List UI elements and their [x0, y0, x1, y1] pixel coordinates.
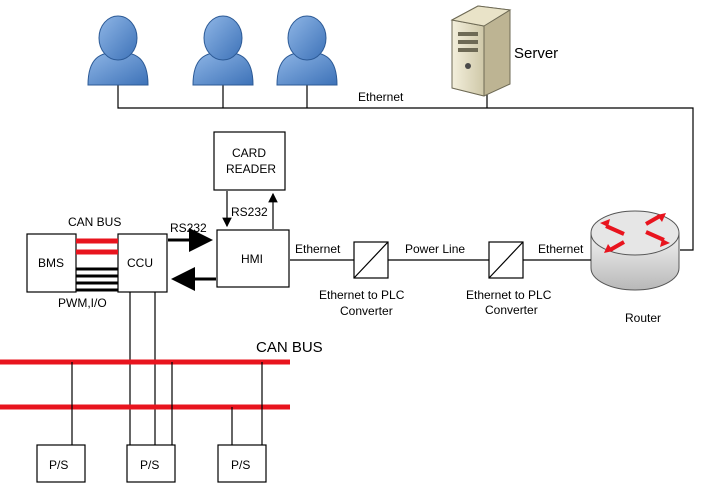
rs232-card-label: RS232: [231, 205, 268, 219]
converter2-label-2: Converter: [485, 303, 538, 317]
hmi-box: [216, 229, 290, 288]
server-icon: [450, 5, 512, 97]
ccu-label: CCU: [127, 256, 153, 270]
bms-box: [26, 233, 77, 293]
ethernet-top-label: Ethernet: [358, 90, 404, 104]
ps-label: P/S: [140, 458, 159, 472]
can-bus-upper-label: CAN BUS: [68, 215, 121, 229]
can-bus-lower-label: CAN BUS: [256, 339, 323, 356]
converter2-label-1: Ethernet to PLC: [466, 288, 552, 302]
ethernet-router-label: Ethernet: [538, 242, 584, 256]
card-reader-label-2: READER: [226, 162, 276, 176]
converter1-label-2: Converter: [340, 304, 393, 318]
converter1-label-1: Ethernet to PLC: [319, 288, 405, 302]
router-icon: [590, 210, 680, 291]
plc-converter-2: [488, 241, 524, 279]
hmi-label: HMI: [241, 252, 263, 266]
top-ethernet-line: [117, 85, 694, 251]
ps-box: [36, 444, 86, 483]
card-reader-label-1: CARD: [232, 146, 266, 160]
user-icon: [192, 15, 254, 86]
ccu-box: [117, 233, 168, 293]
server-label: Server: [514, 45, 558, 62]
ps-label: P/S: [231, 458, 250, 472]
rs232-hmi-label: RS232: [170, 221, 207, 235]
card-reader-box: [213, 131, 286, 191]
plc-converter-1: [353, 241, 389, 279]
ps-box: [126, 444, 176, 483]
power-line-label: Power Line: [405, 242, 465, 256]
bms-label: BMS: [38, 256, 64, 270]
router-label: Router: [625, 311, 661, 325]
user-icon: [87, 15, 149, 86]
ps-box: [217, 444, 267, 483]
ps-label: P/S: [49, 458, 68, 472]
ethernet-hmi-label: Ethernet: [295, 242, 341, 256]
user-icon: [276, 15, 338, 86]
pwm-io-label: PWM,I/O: [58, 296, 107, 310]
